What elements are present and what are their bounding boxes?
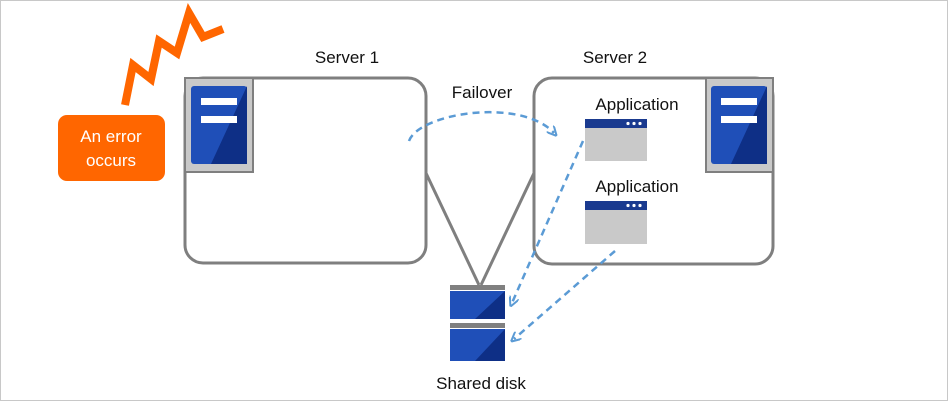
application-window-icon: [585, 119, 647, 161]
server-tower-icon: [705, 77, 774, 173]
application-window-icon: [585, 201, 647, 244]
error-label-line2: occurs: [86, 151, 136, 170]
failover-arrow: [407, 110, 554, 142]
failover-label: Failover: [452, 83, 513, 102]
error-badge: An error occurs: [58, 115, 165, 181]
app2-label: Application: [595, 177, 678, 196]
app2-to-disk-arrow: [514, 250, 616, 339]
disk-label: Shared disk: [436, 374, 526, 393]
server1-label: Server 1: [315, 48, 379, 67]
app1-label: Application: [595, 95, 678, 114]
shared-disk-icon: [450, 285, 505, 361]
app1-to-disk-arrow: [512, 140, 585, 303]
server2-label: Server 2: [583, 48, 647, 67]
server2-disk-link: [479, 170, 537, 286]
server1-disk-link: [423, 170, 481, 286]
server-tower-icon: [184, 77, 254, 173]
lightning-icon: [121, 3, 225, 106]
error-label-line1: An error: [80, 127, 142, 146]
